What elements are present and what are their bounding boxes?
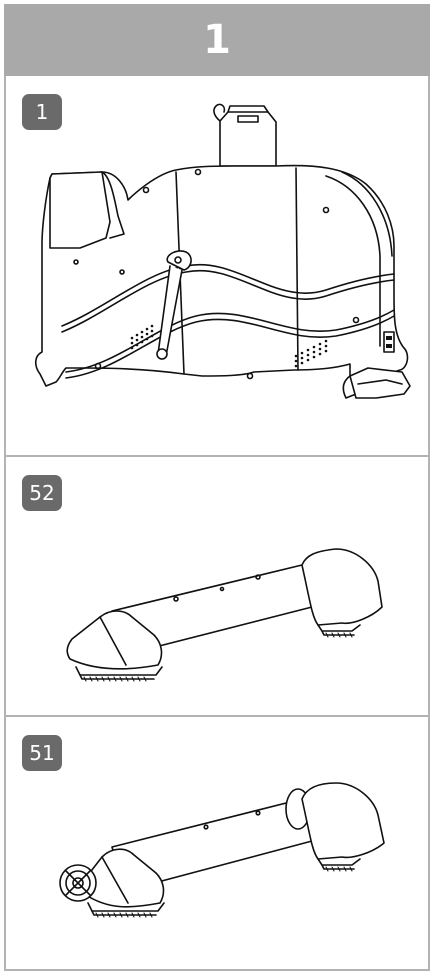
bike-frame-illustration xyxy=(34,103,411,399)
part-number-label: 52 xyxy=(29,481,55,505)
step-header: 1 xyxy=(4,4,430,76)
front-stabilizer-illustration xyxy=(66,548,383,682)
step-number: 1 xyxy=(203,17,231,63)
part-panel-51: 51 xyxy=(4,717,430,971)
part-panel-52: 52 xyxy=(4,457,430,717)
part-number-badge: 1 xyxy=(22,94,62,130)
part-number-label: 51 xyxy=(29,741,55,765)
part-number-label: 1 xyxy=(35,100,49,124)
part-panel-1: 1 xyxy=(4,76,430,457)
part-number-badge: 51 xyxy=(22,735,62,771)
part-number-badge: 52 xyxy=(22,475,62,511)
rear-stabilizer-illustration xyxy=(59,782,385,918)
